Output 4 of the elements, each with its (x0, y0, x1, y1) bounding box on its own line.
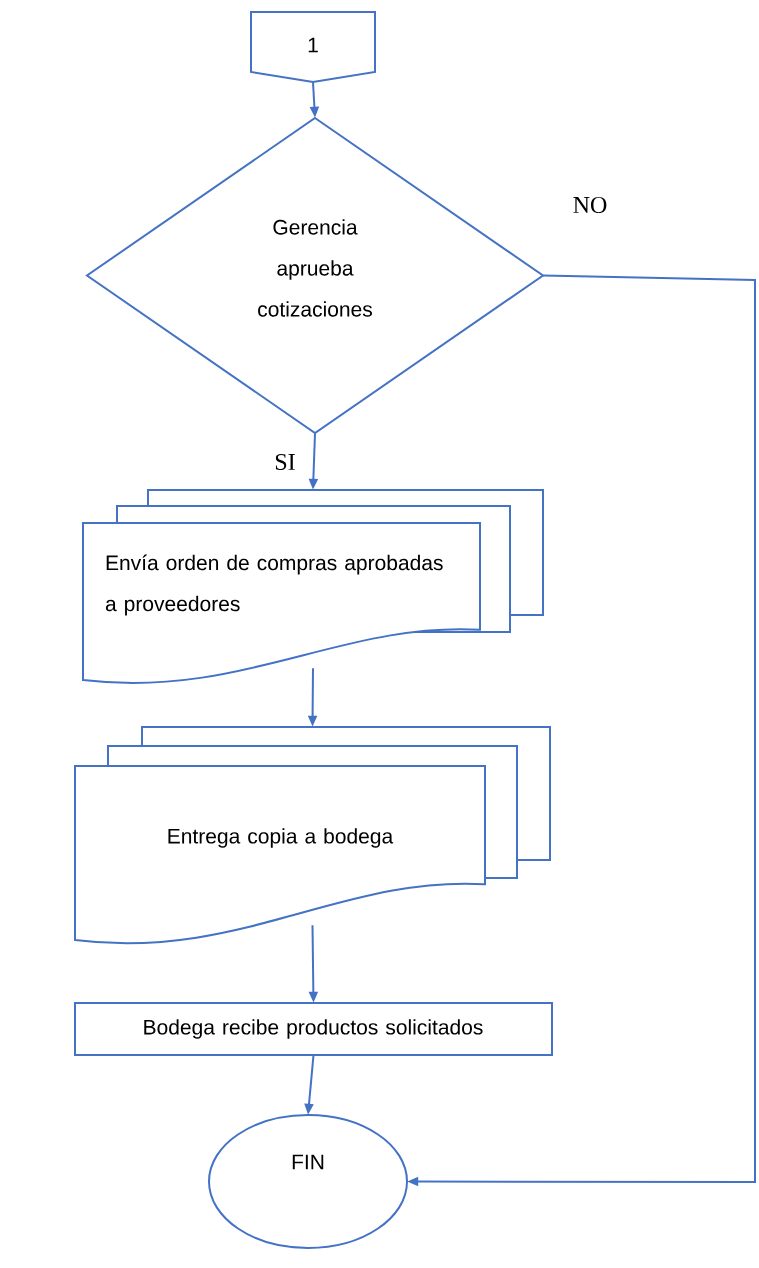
edge-label: NO (571, 195, 609, 215)
off-page-connector: 1 (250, 11, 376, 83)
edge-label: SI (273, 452, 297, 472)
process-box: Bodega recibe productos solicitados (74, 1002, 553, 1056)
